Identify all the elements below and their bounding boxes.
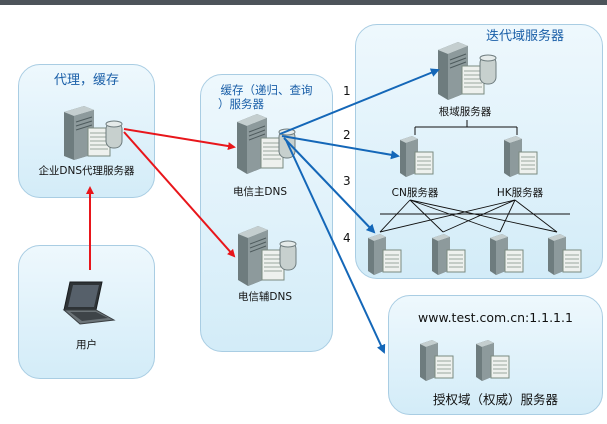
cn-tree-lines <box>379 199 558 233</box>
leaf-server-icon-2 <box>432 234 466 275</box>
proxy-to-secondary-arrow <box>123 131 236 258</box>
step-number-2: 2 <box>343 128 351 142</box>
top-bar <box>0 0 607 5</box>
query-to-cn-arrow <box>281 135 400 160</box>
auth-server-icon-2 <box>476 340 510 381</box>
step-number-3: 3 <box>343 174 351 188</box>
root-server-label: 根域服务器 <box>438 106 492 118</box>
hk-tree-lines <box>379 199 558 233</box>
cache-panel-title-line2: ）服务器 <box>218 97 264 111</box>
query-to-root-arrow <box>279 68 440 135</box>
leaf-server-icon-4 <box>548 234 582 275</box>
proxy-server-label: 企业DNS代理服务器 <box>38 165 135 177</box>
iterative-panel-title: 迭代域服务器 <box>485 29 564 44</box>
hk-server-icon <box>504 136 538 177</box>
authoritative-server-label: 授权域（权威）服务器 <box>432 392 558 407</box>
hk-server-label: HK服务器 <box>496 187 544 199</box>
query-to-authoritative-arrow <box>285 139 386 354</box>
proxy-server-icon <box>64 106 123 160</box>
laptop-icon <box>62 281 116 325</box>
leaf-server-icon-1 <box>368 234 402 275</box>
leaf-server-icon-3 <box>490 234 524 275</box>
proxy-panel-title: 代理，缓存 <box>53 73 119 88</box>
dns-record-text: www.test.com.cn:1.1.1.1 <box>418 310 573 325</box>
cache-panel-title-line1: 缓存（递归、查询 <box>220 83 313 97</box>
root-server-icon <box>438 42 497 100</box>
query-to-leaf-arrow <box>283 137 376 234</box>
proxy-to-primary-arrow <box>123 128 236 150</box>
cn-server-label: CN服务器 <box>391 187 439 199</box>
root-tree-lines <box>414 120 518 135</box>
primary-dns-label: 电信主DNS <box>232 186 288 198</box>
cn-server-icon <box>400 136 434 177</box>
secondary-dns-label: 电信辅DNS <box>237 291 293 303</box>
primary-dns-server-icon <box>237 114 296 174</box>
auth-server-icon-1 <box>420 340 454 381</box>
step-number-4: 4 <box>343 231 351 245</box>
secondary-dns-server-icon <box>238 226 297 286</box>
user-label: 用户 <box>76 339 97 351</box>
step-number-1: 1 <box>343 84 351 98</box>
